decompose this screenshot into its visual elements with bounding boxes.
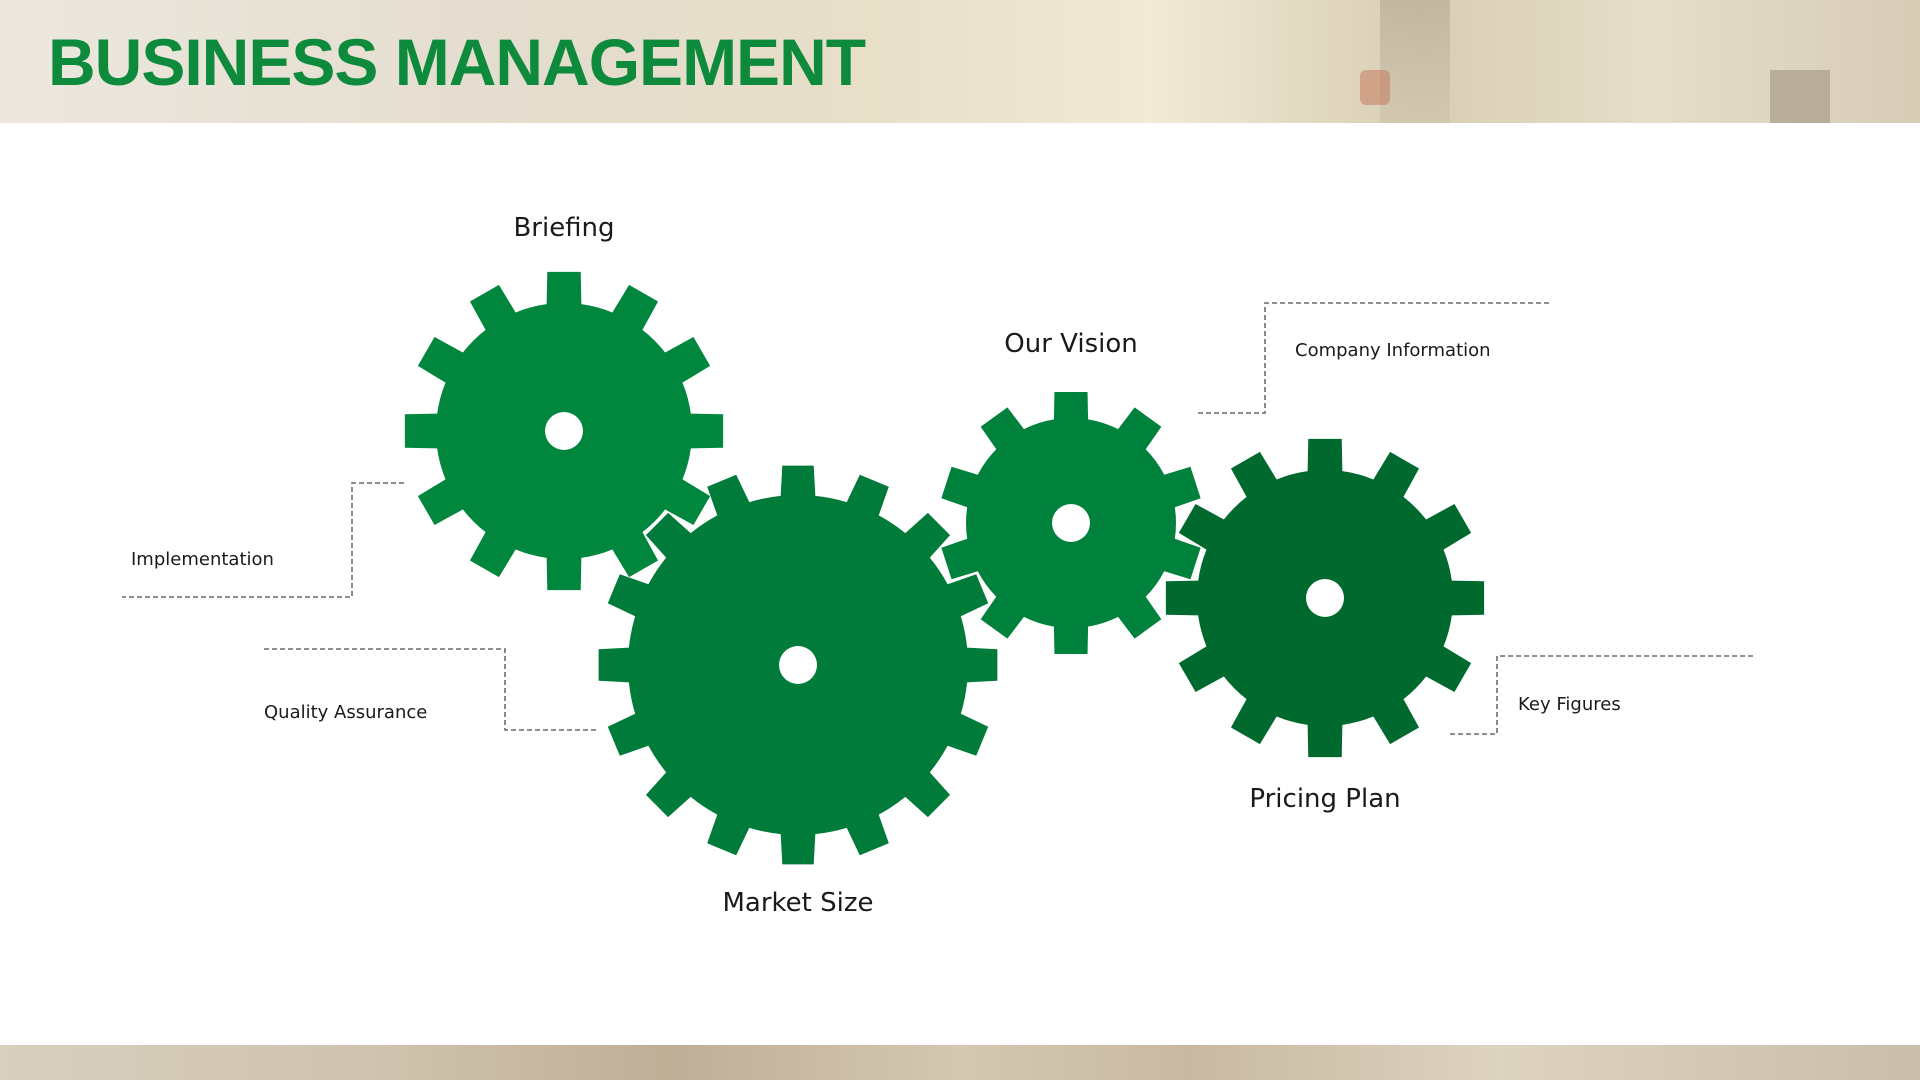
market-size-gear-icon: [598, 465, 998, 865]
pricing-plan-gear-icon: [1165, 438, 1485, 758]
header-background-photo: [0, 0, 1920, 123]
gear-label-our-vision: Our Vision: [1004, 329, 1138, 359]
callout-quality-assurance: Quality Assurance: [264, 702, 427, 723]
header-photo-detail: [1770, 70, 1830, 123]
gear-label-pricing-plan: Pricing Plan: [1249, 784, 1400, 814]
connector-company-information: [1198, 302, 1550, 414]
header-photo-detail: [1380, 0, 1450, 123]
callout-company-information: Company Information: [1295, 340, 1491, 361]
header-photo-detail: [1360, 70, 1390, 105]
footer-background-photo: [0, 1045, 1920, 1080]
callout-key-figures: Key Figures: [1518, 694, 1621, 715]
connector-implementation: [122, 482, 404, 598]
briefing-gear-icon: [404, 271, 724, 591]
our-vision-gear-icon: [941, 392, 1201, 654]
connector-quality-assurance: [264, 648, 598, 731]
callout-implementation: Implementation: [131, 549, 274, 570]
gear-label-market-size: Market Size: [722, 888, 873, 918]
slide-title: BUSINESS MANAGEMENT: [48, 25, 866, 99]
gear-label-briefing: Briefing: [513, 213, 614, 243]
